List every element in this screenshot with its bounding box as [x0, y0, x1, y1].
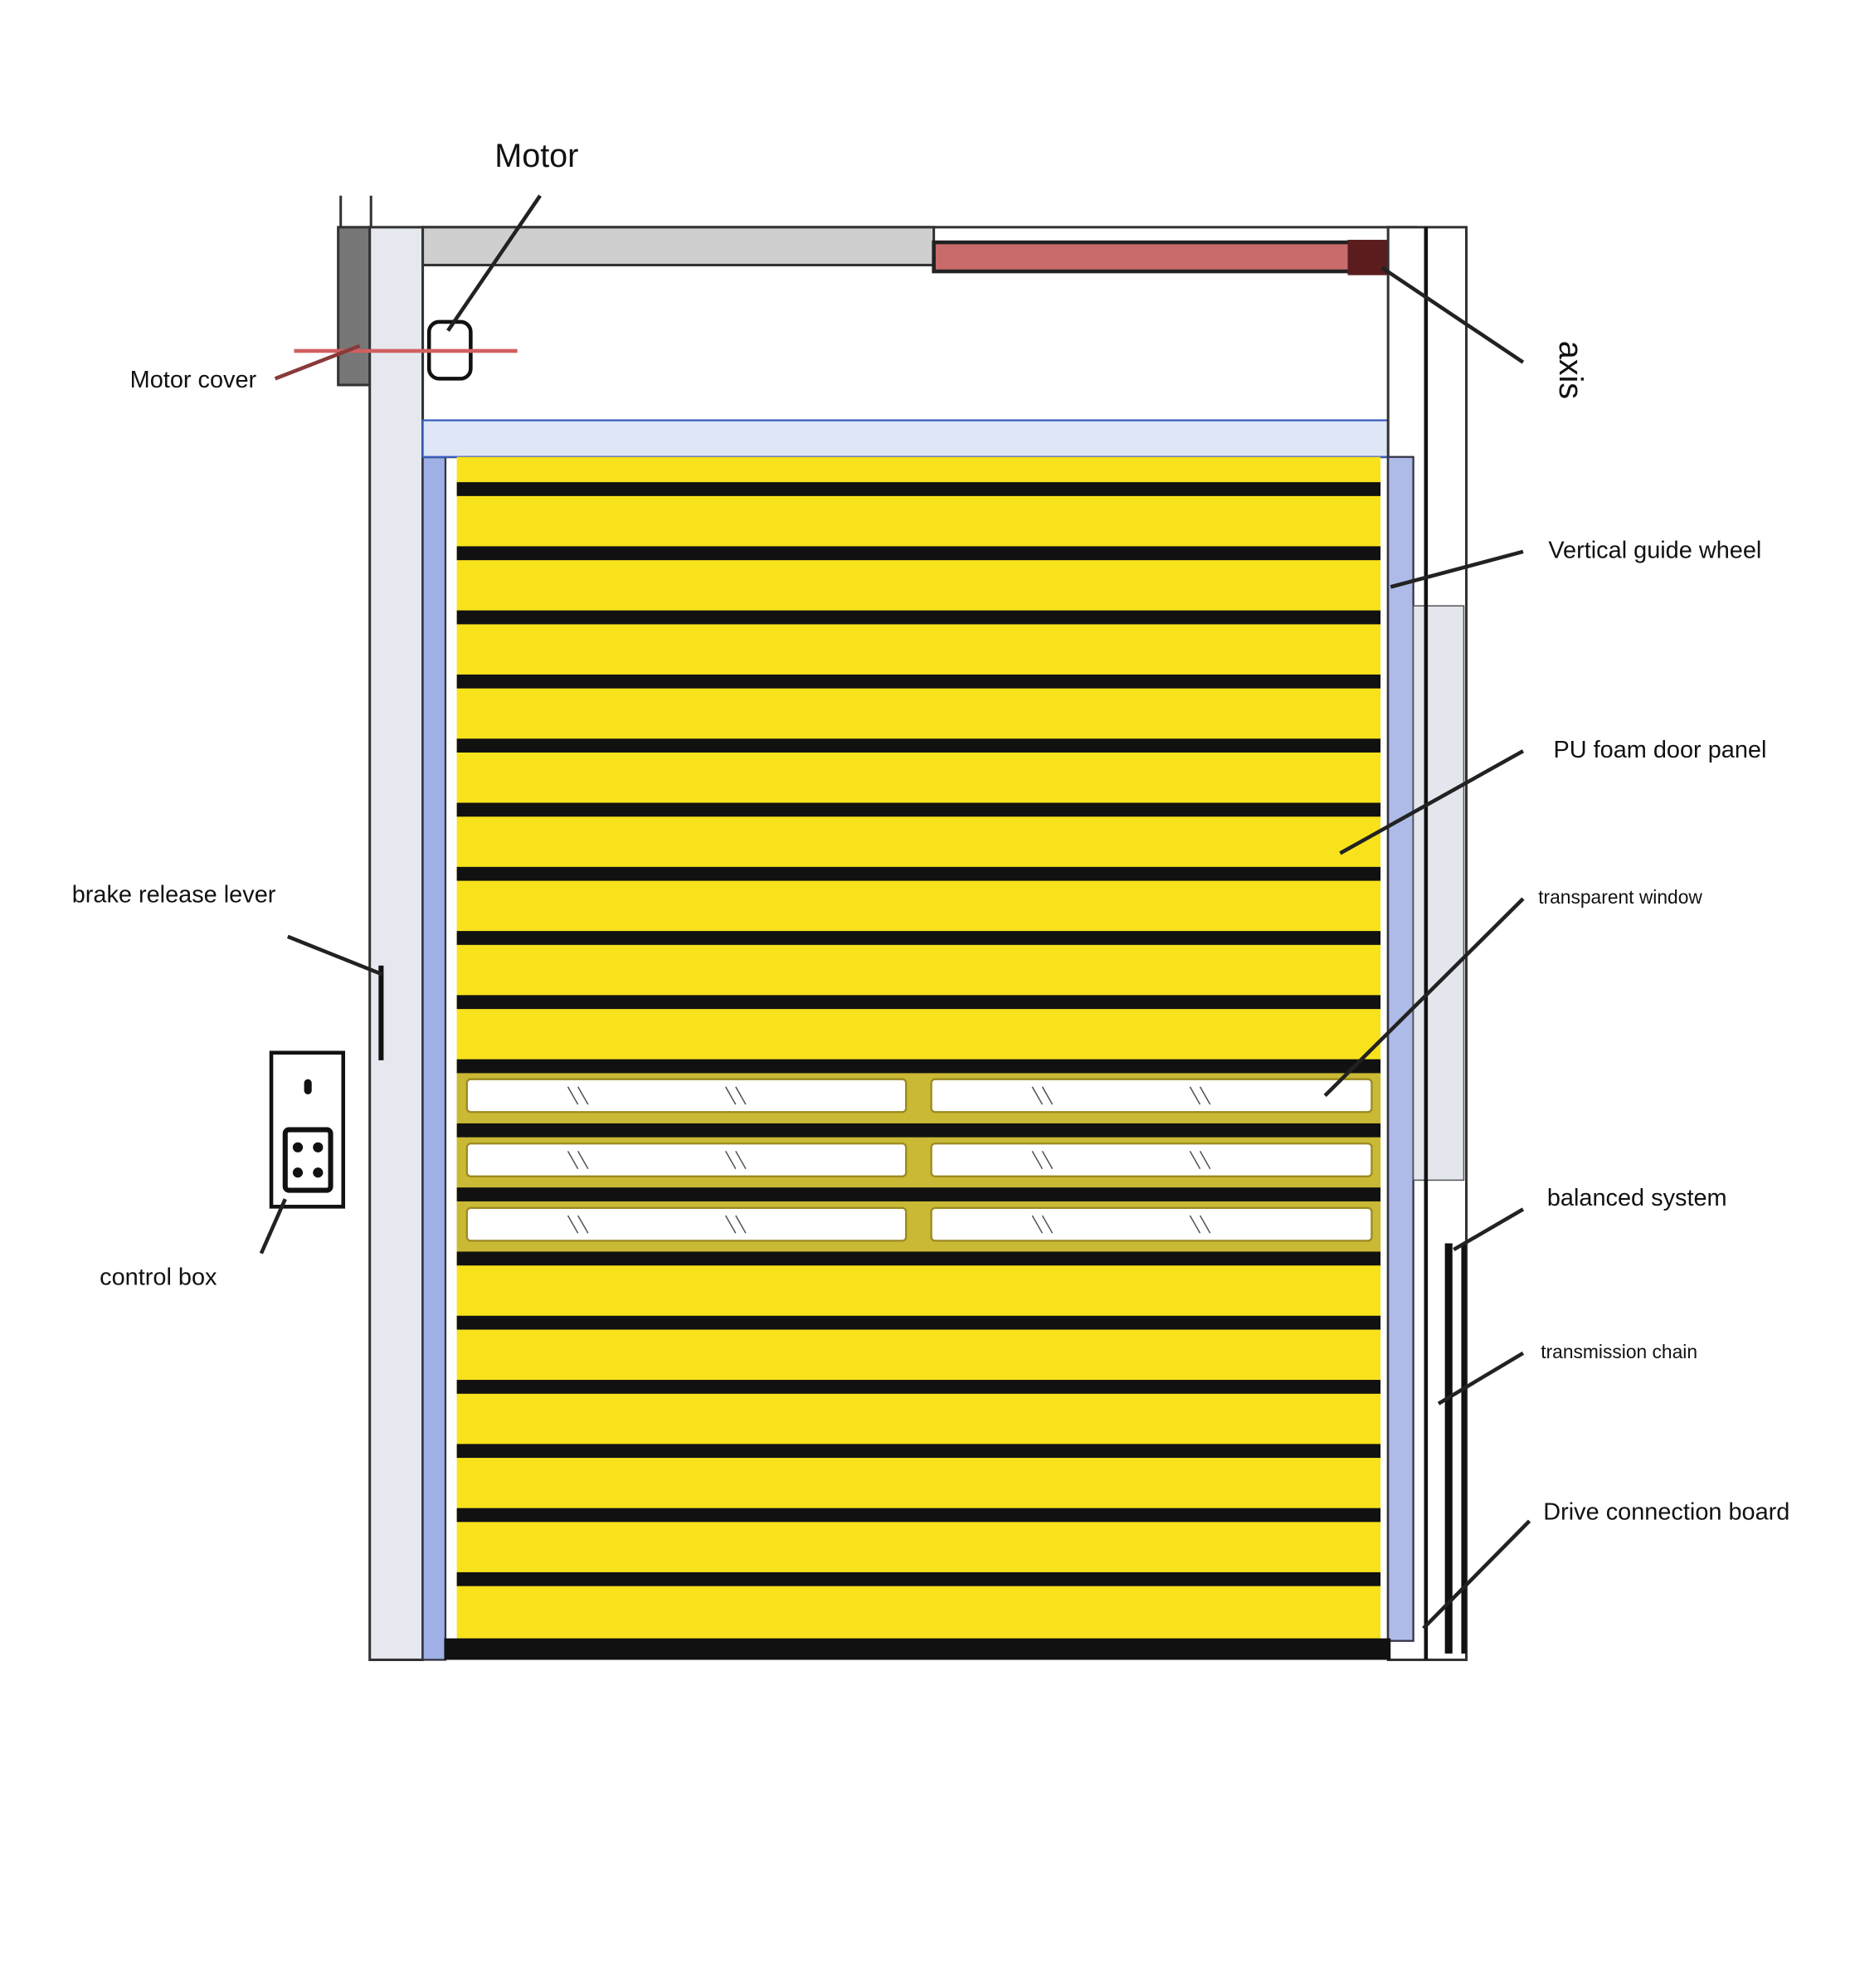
- label-axis: axis: [1552, 341, 1589, 399]
- label-motor: Motor: [494, 138, 578, 174]
- brake-release-lever: [378, 965, 384, 1060]
- glare-mark: [735, 1215, 747, 1234]
- transparent-window-pane: [930, 1143, 1373, 1177]
- door-frame: [294, 195, 1468, 1661]
- panel-seam: [456, 1571, 1381, 1586]
- glare-mark: [1189, 1215, 1201, 1234]
- glare-mark: [1031, 1151, 1044, 1170]
- panel-seam: [456, 1444, 1381, 1459]
- transparent-window-pane: [465, 1206, 908, 1242]
- leader-lines: [259, 194, 1531, 1630]
- glare-mark: [1031, 1086, 1044, 1105]
- label-transmission-chain: transmission chain: [1541, 1341, 1697, 1362]
- glare-mark: [724, 1215, 737, 1234]
- glare-mark: [1189, 1086, 1201, 1105]
- panel-seam: [456, 482, 1381, 496]
- glare-mark: [567, 1215, 579, 1234]
- glare-mark: [577, 1151, 589, 1170]
- panel-seam: [456, 866, 1381, 881]
- label-transparent-window: transparent window: [1538, 886, 1702, 908]
- label-pu-foam-door-panel: PU foam door panel: [1553, 737, 1766, 763]
- panel-seam: [456, 1380, 1381, 1394]
- glare-mark: [1041, 1086, 1054, 1105]
- panel-seam: [456, 931, 1381, 945]
- glare-mark: [577, 1086, 589, 1105]
- glare-mark: [567, 1086, 579, 1105]
- transparent-window-pane: [930, 1078, 1373, 1113]
- glare-mark: [577, 1215, 589, 1234]
- glare-mark: [1189, 1151, 1201, 1170]
- motor-cover: [337, 226, 372, 387]
- lintel: [421, 419, 1417, 458]
- glare-mark: [1199, 1086, 1211, 1105]
- panel-seam: [456, 1315, 1381, 1330]
- label-control-box: control box: [100, 1264, 217, 1291]
- glare-mark: [735, 1151, 747, 1170]
- transparent-window-pane: [465, 1143, 908, 1177]
- panel-seam: [456, 674, 1381, 689]
- panel-seam: [456, 802, 1381, 817]
- panel-seam: [456, 610, 1381, 625]
- glare-mark: [724, 1086, 737, 1105]
- panel-seam: [456, 1508, 1381, 1523]
- glare-mark: [724, 1151, 737, 1170]
- control-box: [269, 1050, 346, 1209]
- panel-seam: [456, 1251, 1381, 1266]
- right-guide-rail: [1387, 456, 1414, 1642]
- glare-mark: [735, 1086, 747, 1105]
- axis-shaft: [932, 240, 1390, 274]
- transparent-window-pane: [465, 1078, 908, 1113]
- left-guide-rail: [421, 456, 447, 1661]
- panel-seam: [456, 995, 1381, 1010]
- panel-seam: [456, 1187, 1381, 1201]
- label-drive-connection-board: Drive connection board: [1543, 1499, 1789, 1526]
- glare-mark: [1199, 1151, 1211, 1170]
- glare-mark: [567, 1151, 579, 1170]
- glare-mark: [1041, 1151, 1054, 1170]
- panel-seam: [456, 1123, 1381, 1138]
- label-brake-release-lever: brake release lever: [72, 882, 276, 909]
- label-balanced-system: balanced system: [1547, 1185, 1727, 1211]
- glare-mark: [1041, 1215, 1054, 1234]
- glare-mark: [1199, 1215, 1211, 1234]
- panel-seam: [456, 1059, 1381, 1074]
- label-motor-cover: Motor cover: [130, 367, 257, 393]
- panel-seam: [456, 738, 1381, 753]
- label-vertical-guide-wheel: Vertical guide wheel: [1548, 537, 1761, 563]
- top-beam: [421, 226, 936, 266]
- transparent-window-pane: [930, 1206, 1373, 1242]
- panel-seam: [456, 546, 1381, 561]
- pu-foam-door-panel: [444, 456, 1391, 1660]
- left-post: [368, 226, 425, 1661]
- bottom-seal: [444, 1638, 1391, 1660]
- glare-mark: [1031, 1215, 1044, 1234]
